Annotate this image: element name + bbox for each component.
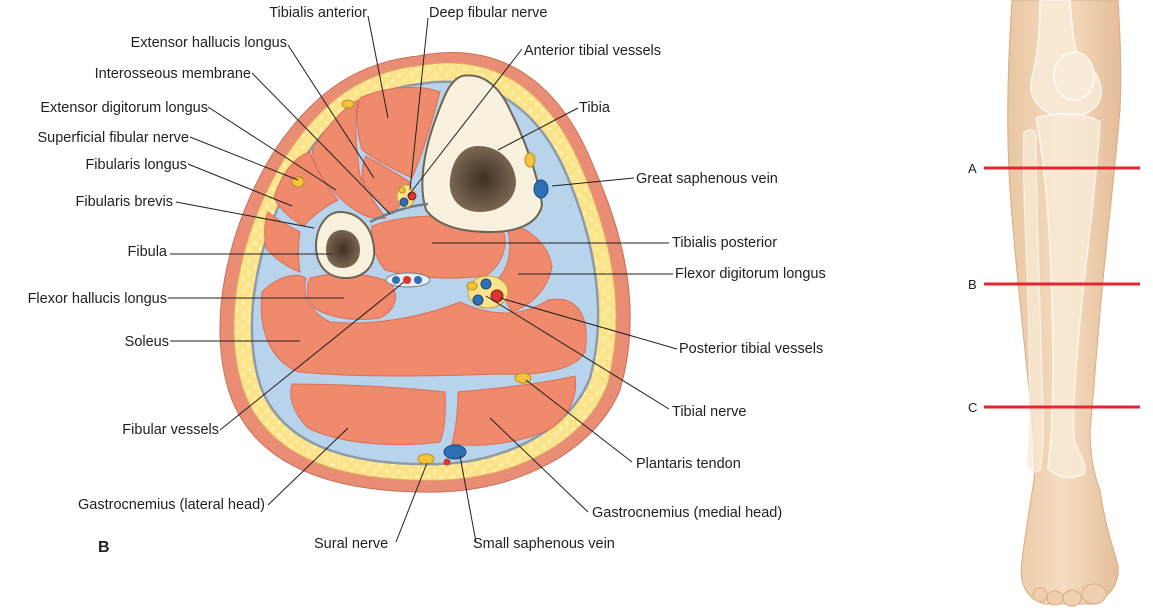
label-great-saphenous-vein: Great saphenous vein bbox=[636, 171, 778, 187]
label-fibularis-longus: Fibularis longus bbox=[85, 157, 187, 173]
label-posterior-tibial-vessels: Posterior tibial vessels bbox=[679, 341, 823, 357]
label-small-saphenous-vein: Small saphenous vein bbox=[473, 536, 615, 552]
interosseous-membrane bbox=[369, 202, 429, 224]
toe-2 bbox=[1062, 589, 1082, 607]
label-tibia: Tibia bbox=[579, 100, 611, 116]
flexor-hallucis-longus-muscle bbox=[306, 273, 396, 321]
label-tibialis-posterior: Tibialis posterior bbox=[672, 235, 777, 251]
label-interosseous-membrane: Interosseous membrane bbox=[95, 66, 251, 82]
label-extensor-hallucis-longus: Extensor hallucis longus bbox=[131, 35, 287, 51]
posterior-tibial-bundle bbox=[466, 275, 509, 309]
label-extensor-digitorum-longus: Extensor digitorum longus bbox=[40, 100, 208, 116]
section-label-b: B bbox=[968, 277, 977, 292]
fibularis-longus-muscle bbox=[273, 151, 339, 227]
label-deep-fibular-nerve: Deep fibular nerve bbox=[429, 5, 548, 21]
label-tibial-nerve: Tibial nerve bbox=[672, 404, 746, 420]
tibialis-anterior-muscle bbox=[356, 86, 441, 179]
toe-3 bbox=[1046, 590, 1064, 606]
label-flexor-hallucis-longus: Flexor hallucis longus bbox=[28, 291, 167, 307]
label-fibula: Fibula bbox=[128, 244, 168, 260]
section-label-c: C bbox=[968, 400, 977, 415]
label-soleus: Soleus bbox=[125, 334, 169, 350]
toe-1 bbox=[1081, 583, 1107, 605]
section-label-a: A bbox=[968, 161, 977, 176]
small-fat-lobule bbox=[341, 99, 355, 109]
label-gastrocnemius-medial-head: Gastrocnemius (medial head) bbox=[592, 505, 782, 521]
gastrocnemius-lateral-head-muscle bbox=[290, 383, 446, 446]
label-fibular-vessels: Fibular vessels bbox=[122, 422, 219, 438]
label-tibialis-anterior: Tibialis anterior bbox=[269, 5, 367, 21]
section-markers: A B C bbox=[968, 161, 1140, 415]
superficial-fibular-nerve-structure bbox=[291, 176, 305, 188]
label-sural-nerve: Sural nerve bbox=[314, 536, 388, 552]
great-saphenous-vein-structure bbox=[533, 179, 549, 199]
small-fat-lobule-2 bbox=[524, 152, 536, 168]
fibula-marrow bbox=[326, 230, 360, 268]
leader-lines bbox=[168, 15, 678, 543]
sural-bundle bbox=[417, 444, 467, 466]
anterior-tibial-bundle bbox=[396, 184, 417, 208]
leg-tibia-outline bbox=[1035, 113, 1101, 479]
label-flexor-digitorum-longus: Flexor digitorum longus bbox=[675, 266, 826, 282]
panel-label: B bbox=[98, 539, 110, 556]
tibia-marrow bbox=[449, 146, 516, 212]
fibular-vessels-structure bbox=[385, 272, 431, 288]
patella-outline bbox=[1053, 51, 1095, 101]
leg-illustration bbox=[1007, 0, 1122, 607]
toe-4 bbox=[1032, 587, 1048, 603]
label-fibularis-brevis: Fibularis brevis bbox=[76, 194, 174, 210]
label-gastrocnemius-lateral-head: Gastrocnemius (lateral head) bbox=[78, 497, 265, 513]
label-superficial-fibular-nerve: Superficial fibular nerve bbox=[37, 130, 189, 146]
soleus-muscle bbox=[260, 274, 587, 377]
label-anterior-tibial-vessels: Anterior tibial vessels bbox=[524, 43, 661, 59]
leg-fibula-outline bbox=[1022, 129, 1044, 473]
cross-section bbox=[219, 52, 631, 493]
fibularis-brevis-muscle bbox=[264, 211, 301, 273]
label-plantaris-tendon: Plantaris tendon bbox=[636, 456, 741, 472]
